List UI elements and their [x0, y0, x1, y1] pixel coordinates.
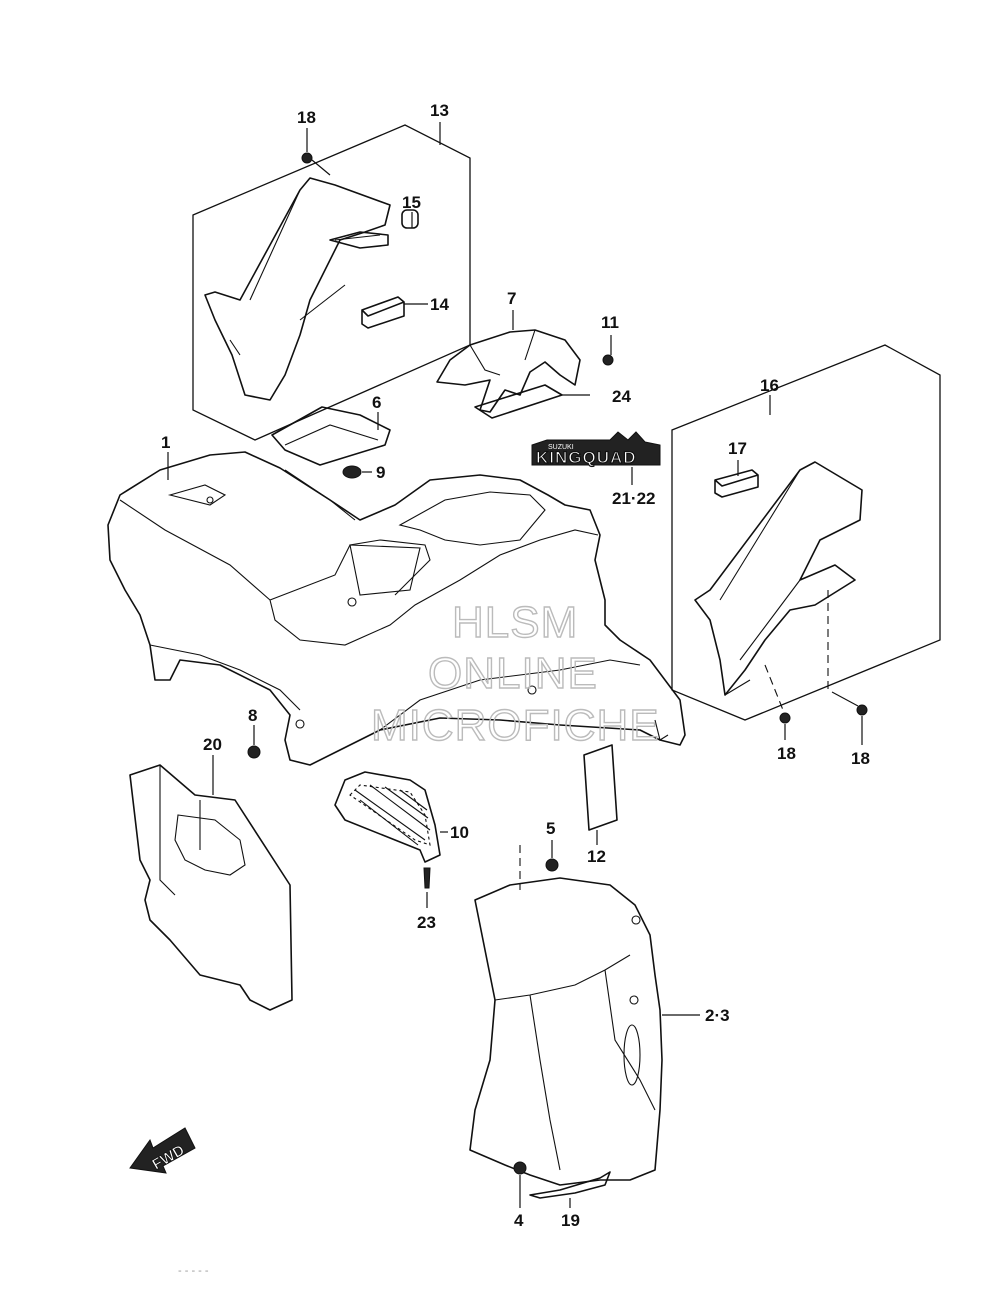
callout-10: 10	[450, 823, 469, 842]
bolt-11	[602, 335, 614, 366]
bolt-18-mid	[779, 712, 791, 740]
pad-14	[361, 296, 405, 329]
fwd-arrow: FWD	[129, 1127, 196, 1174]
callout-18-right: 18	[851, 749, 870, 768]
callout-11: 11	[601, 313, 619, 332]
emblem-name: KINGQUAD	[536, 448, 637, 467]
callout-15: 15	[402, 193, 421, 212]
callout-7: 7	[507, 289, 516, 308]
footer-code: - - - - -	[178, 1265, 209, 1277]
callout-8: 8	[248, 706, 257, 725]
rear-fender-1	[107, 451, 686, 766]
callout-1: 1	[161, 433, 170, 452]
callout-18-top: 18	[297, 108, 316, 127]
inner-fender-left	[204, 177, 391, 401]
callout-14: 14	[430, 295, 449, 314]
callout-2-3: 2·3	[705, 1006, 730, 1025]
inner-fender-2-3	[469, 845, 700, 1186]
cover-6	[271, 406, 391, 466]
label-12	[583, 744, 618, 845]
bolt-5	[545, 840, 559, 872]
callout-13: 13	[430, 101, 449, 120]
callout-19: 19	[561, 1211, 580, 1230]
grommet-9	[342, 465, 372, 479]
callout-18-mid: 18	[777, 744, 796, 763]
callout-23: 23	[417, 913, 436, 932]
callout-24: 24	[612, 387, 631, 406]
callout-20: 20	[203, 735, 222, 754]
grommet-15	[401, 209, 419, 229]
watermark: HLSM ONLINE MICROFICHE	[370, 597, 660, 750]
callout-5: 5	[546, 819, 555, 838]
part-group-16	[671, 344, 941, 745]
group-box-13	[192, 124, 471, 441]
part-group-13	[192, 122, 471, 441]
callout-21-22: 21·22	[612, 489, 655, 508]
emblem-21-22: SUZUKI KINGQUAD	[531, 431, 661, 485]
watermark-line-1: HLSM	[452, 598, 578, 647]
screw-23	[423, 867, 431, 908]
mud-guard-20	[129, 755, 293, 1011]
callout-16: 16	[760, 376, 779, 395]
inner-fender-right	[694, 461, 863, 696]
callout-4: 4	[514, 1211, 524, 1230]
watermark-line-3: MICROFICHE	[371, 701, 660, 750]
callout-9: 9	[376, 463, 385, 482]
callout-12: 12	[587, 847, 606, 866]
pad-24	[474, 384, 590, 419]
watermark-line-2: ONLINE	[428, 649, 598, 698]
seal-19	[529, 1171, 611, 1208]
emblem-brand: SUZUKI	[548, 444, 574, 451]
bolt-18-top	[301, 128, 331, 176]
bolt-4	[513, 1161, 527, 1208]
pad-17	[714, 469, 759, 498]
group-box-16	[671, 344, 941, 721]
bolt-8	[247, 725, 261, 759]
grille-10	[334, 771, 448, 863]
callout-17: 17	[728, 439, 747, 458]
callout-labels: 1 2·3 4 5 6 7 8 9 10 11 12 13 14 15 16 1…	[161, 101, 870, 1230]
bolt-18-right	[831, 691, 868, 745]
callout-6: 6	[372, 393, 381, 412]
